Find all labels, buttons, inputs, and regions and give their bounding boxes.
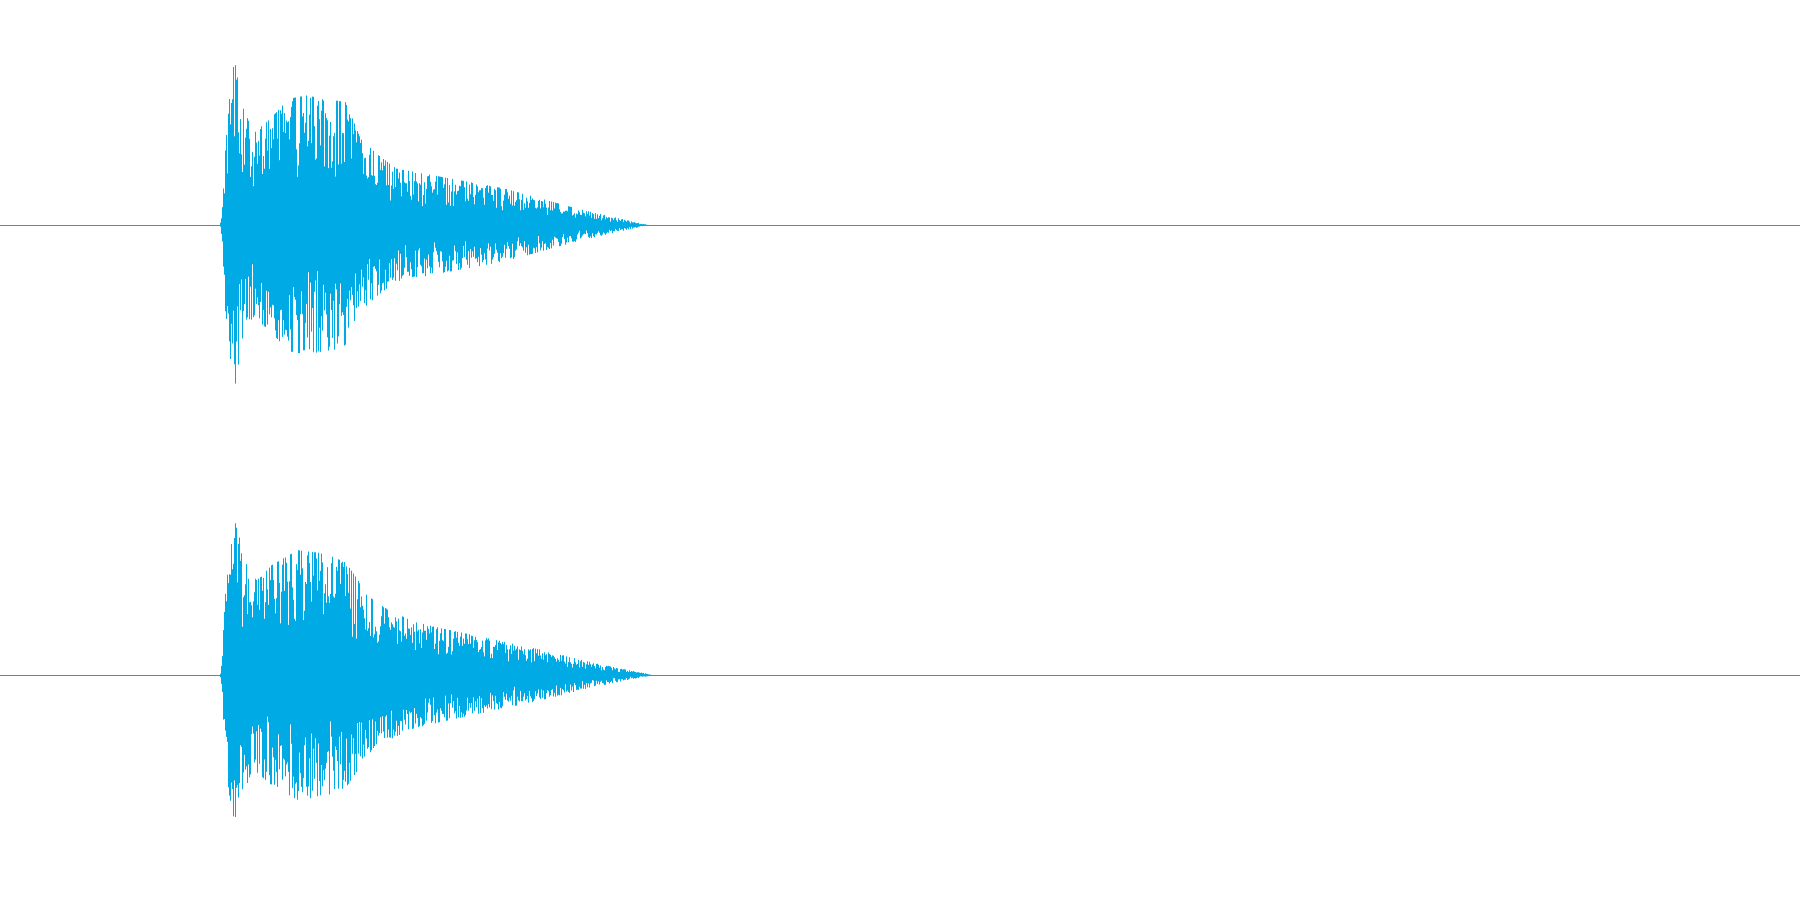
waveform-channel-2[interactable] xyxy=(0,523,1800,817)
waveform-channel-1[interactable] xyxy=(0,65,1800,384)
waveform-signal xyxy=(220,523,651,817)
waveform-signal xyxy=(220,65,648,384)
